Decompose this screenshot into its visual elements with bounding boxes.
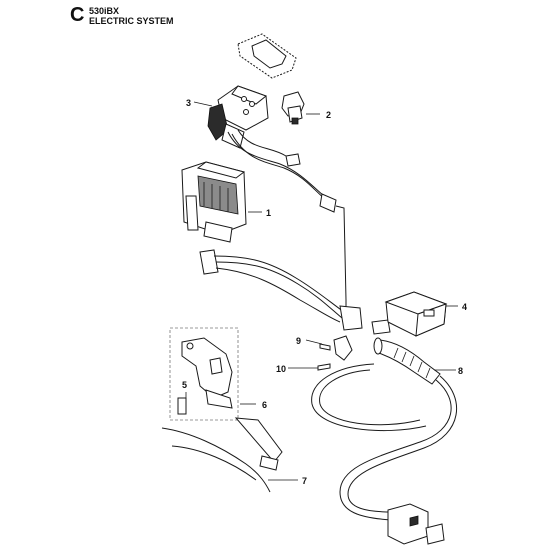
callout-5: 5 — [182, 380, 187, 390]
callout-3: 3 — [186, 98, 191, 108]
callout-6: 6 — [262, 400, 267, 410]
callout-9: 9 — [296, 336, 301, 346]
callout-2: 2 — [326, 110, 331, 120]
callout-7: 7 — [302, 476, 307, 486]
model-name: 530iBX — [89, 6, 120, 16]
callout-10: 10 — [276, 364, 286, 374]
power-cable — [311, 363, 457, 545]
gasket-part — [237, 33, 297, 79]
switch-housing-part — [207, 85, 269, 149]
upper-wire-harness — [227, 129, 347, 318]
diagram-header: 530iBX ELECTRIC SYSTEM — [89, 6, 174, 26]
callout-4: 4 — [462, 302, 467, 312]
leader-lines — [185, 101, 458, 481]
throttle-wire-part — [161, 417, 283, 493]
cable-grommet-part — [373, 337, 441, 385]
lower-wire-harness — [199, 249, 391, 335]
section-title: ELECTRIC SYSTEM — [89, 16, 174, 26]
section-letter: C — [70, 4, 85, 26]
callout-1: 1 — [266, 208, 271, 218]
clip-and-screws — [317, 335, 353, 371]
battery-box-part — [384, 291, 448, 337]
callout-8: 8 — [458, 366, 463, 376]
control-module-part — [181, 161, 247, 243]
stop-switch-part — [281, 91, 305, 125]
bracket-assembly-part — [169, 327, 239, 421]
